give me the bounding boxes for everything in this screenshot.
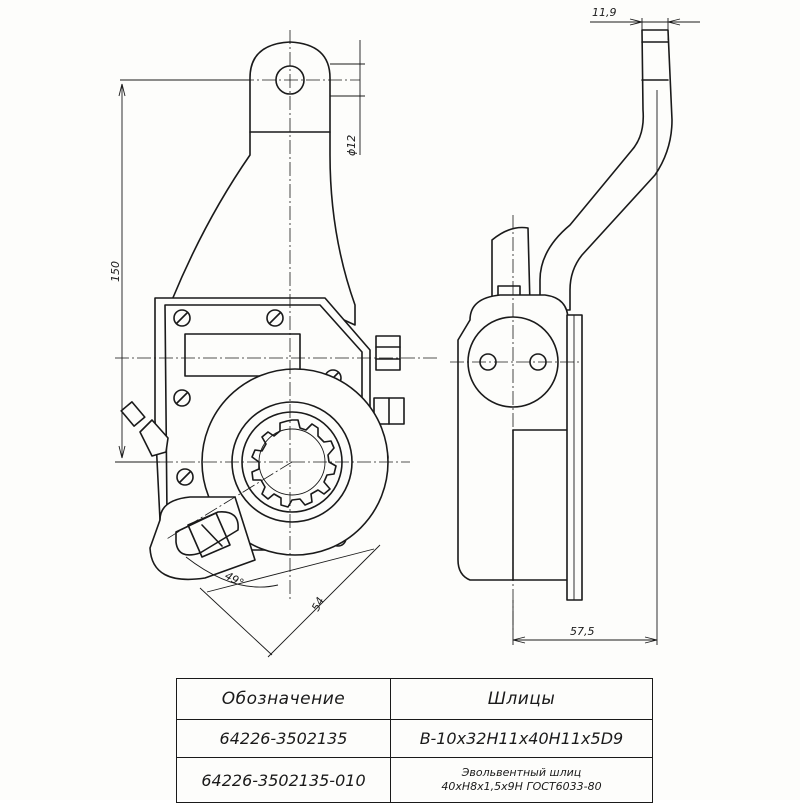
part-number: 64226-3502135 bbox=[176, 719, 391, 758]
name-plate bbox=[184, 333, 301, 377]
side-flange bbox=[566, 314, 583, 601]
table-row: 64226-3502135 B-10x32H11x40H11x5D9 bbox=[176, 719, 653, 758]
front-view: ϕ12 150 49° 54 bbox=[109, 30, 440, 658]
table-row: 64226-3502135-010 Эвольвентный шлиц 40xH… bbox=[176, 757, 653, 803]
dim-hole: ϕ12 bbox=[330, 40, 365, 156]
dim-11-9: 11,9 bbox=[590, 6, 700, 40]
header-designation: Обозначение bbox=[176, 678, 391, 720]
side-nut bbox=[373, 397, 405, 425]
spline-spec-line: 40xH8x1,5x9H ГОСТ6033-80 bbox=[441, 780, 602, 793]
grease-nipple bbox=[120, 401, 169, 457]
dim-width-top-label: 11,9 bbox=[592, 6, 617, 19]
table-header-row: Обозначение Шлицы bbox=[176, 678, 653, 720]
dim-150: 150 bbox=[109, 79, 250, 463]
lower-eye bbox=[149, 496, 256, 581]
side-arm bbox=[539, 29, 673, 311]
spline-spec: B-10x32H11x40H11x5D9 bbox=[390, 719, 653, 758]
dim-54-label: 54 bbox=[309, 595, 327, 613]
dim-hole-diameter: ϕ12 bbox=[345, 135, 358, 156]
dim-height-label: 150 bbox=[109, 261, 122, 282]
part-number: 64226-3502135-010 bbox=[176, 757, 391, 803]
header-splines: Шлицы bbox=[390, 678, 653, 720]
dim-width-bottom-label: 57,5 bbox=[570, 625, 595, 638]
spline-spec-line: Эвольвентный шлиц bbox=[461, 766, 582, 779]
spec-table: Обозначение Шлицы 64226-3502135 B-10x32H… bbox=[176, 678, 653, 803]
dim-57-5: 57,5 bbox=[512, 90, 658, 645]
spline-teeth bbox=[251, 419, 337, 508]
dim-54: 54 bbox=[199, 544, 381, 658]
side-view: 11,9 57,5 bbox=[450, 6, 700, 645]
spline-spec: Эвольвентный шлиц 40xH8x1,5x9H ГОСТ6033-… bbox=[390, 757, 653, 803]
lever-arm bbox=[171, 41, 356, 326]
adjuster-bolt bbox=[375, 335, 401, 371]
